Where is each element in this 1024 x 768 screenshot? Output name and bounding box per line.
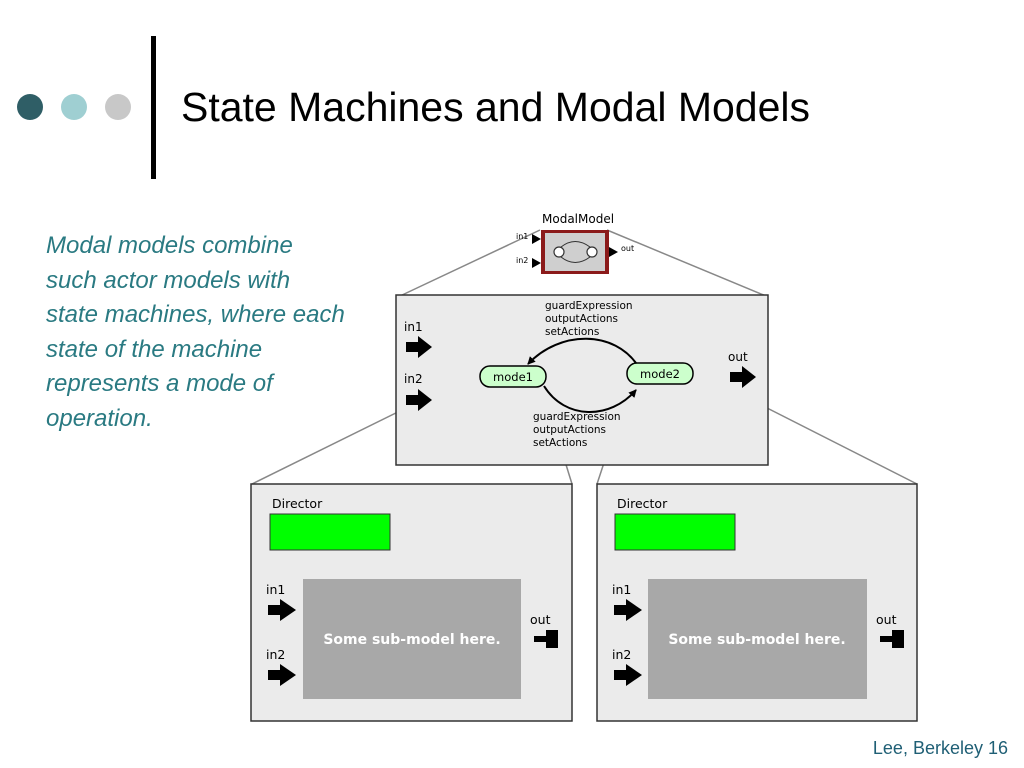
submodel-right[interactable] — [648, 579, 867, 699]
submodel-left-label: Some sub-model here. — [323, 632, 500, 648]
bottom-transition-output: outputActions — [533, 424, 606, 436]
state-glyph-arc-top — [560, 241, 591, 248]
right-port-in2-icon[interactable] — [614, 664, 642, 686]
actor-port-out-label: out — [621, 244, 634, 253]
right-port-in1-label: in1 — [612, 582, 631, 597]
fsm-port-in2-label: in2 — [404, 372, 423, 386]
bottom-transition-guard: guardExpression — [533, 411, 621, 423]
director-label-right: Director — [617, 496, 668, 511]
right-port-out-label: out — [876, 612, 897, 627]
fsm-port-out-icon[interactable] — [730, 366, 756, 388]
fsm-panel-frame — [395, 294, 769, 466]
fsm-port-out-label: out — [728, 350, 748, 364]
right-port-in1-icon[interactable] — [614, 599, 642, 621]
bottom-transition-set: setActions — [533, 437, 587, 449]
state-mode2-label: mode2 — [640, 367, 680, 381]
fsm-port-in1-icon[interactable] — [406, 336, 432, 358]
slide-title: State Machines and Modal Models — [181, 84, 811, 130]
actor-port-in2-icon — [532, 258, 541, 268]
submodel-left[interactable] — [303, 579, 521, 699]
director-right[interactable] — [614, 513, 736, 551]
left-port-in1-label: in1 — [266, 582, 285, 597]
refinement-panel-left: Director in1 in2 Some sub-model here. ou… — [250, 483, 573, 722]
left-port-in2-label: in2 — [266, 647, 285, 662]
right-port-out-icon[interactable] — [880, 630, 904, 648]
title-divider — [151, 36, 156, 179]
transition-mode2-to-mode1[interactable] — [527, 337, 639, 367]
fsm-port-in2-icon[interactable] — [406, 389, 432, 411]
state-mode1-label: mode1 — [493, 370, 533, 384]
left-port-out-icon[interactable] — [534, 630, 558, 648]
director-left[interactable] — [269, 513, 391, 551]
director-label-left: Director — [272, 496, 323, 511]
left-port-in1-icon[interactable] — [268, 599, 296, 621]
modal-model-label: ModalModel — [542, 212, 614, 226]
state-mode2[interactable] — [626, 362, 694, 385]
state-glyph-left — [553, 246, 565, 258]
state-glyph-arc-bottom — [560, 256, 591, 263]
transition-mode1-to-mode2[interactable] — [543, 385, 637, 413]
left-port-in2-icon[interactable] — [268, 664, 296, 686]
state-mode1[interactable] — [479, 365, 547, 388]
actor-port-out-icon — [609, 247, 618, 257]
left-port-out-label: out — [530, 612, 551, 627]
submodel-right-label: Some sub-model here. — [668, 632, 845, 648]
body-text: Modal models combine such actor models w… — [46, 232, 345, 432]
top-transition-guard: guardExpression — [545, 300, 633, 312]
bullet-dot-teal — [61, 94, 87, 120]
fsm-port-in1-label: in1 — [404, 320, 423, 334]
actor-port-in1-icon — [532, 234, 541, 244]
actor-port-in2-label: in2 — [516, 256, 528, 265]
bullet-dot-dark — [17, 94, 43, 120]
actor-port-in1-label: in1 — [516, 232, 528, 241]
state-glyph-right — [586, 246, 598, 258]
modal-model-actor[interactable]: ModalModel in1 in2 out — [516, 212, 634, 274]
top-transition-output: outputActions — [545, 313, 618, 325]
fsm-panel: in1 in2 out guardExpression outputAction… — [395, 294, 769, 466]
right-port-in2-label: in2 — [612, 647, 631, 662]
top-transition-set: setActions — [545, 326, 599, 338]
slide-footer: Lee, Berkeley 16 — [872, 738, 1008, 758]
bullet-dot-gray — [105, 94, 131, 120]
refinement-panel-right: Director in1 in2 Some sub-model here. ou… — [596, 483, 918, 722]
